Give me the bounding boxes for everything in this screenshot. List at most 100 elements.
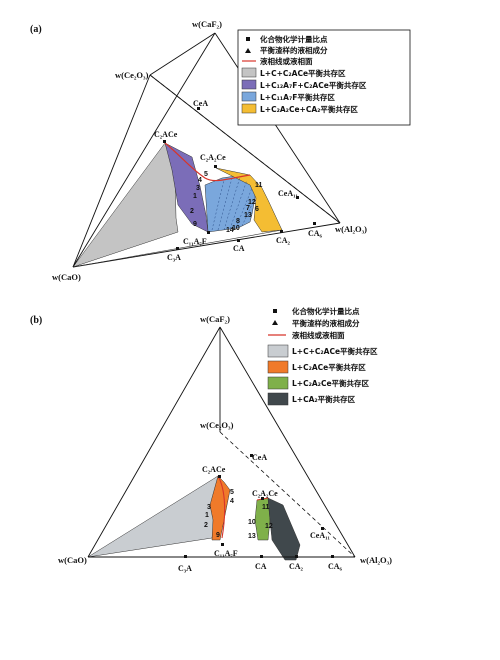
label-a-cea: CeA: [193, 99, 208, 108]
legend-a-swatch-2: [241, 79, 257, 90]
legend-a: 化合物化学计量比点 平衡渣样的液相成分 液相线或液相面 L+C+C₂ACe平衡共…: [237, 29, 411, 126]
liquidus-line-a: [164, 142, 251, 182]
pt-a-2: 2: [190, 208, 194, 215]
vertex-a-right: w(Al₂O₃): [335, 224, 367, 234]
pt-a-13: 13: [244, 212, 252, 219]
legend-b-r1: L+C+C₂ACe平衡共存区: [292, 346, 378, 356]
legend-b-swatch-4: [267, 392, 289, 406]
pt-b-10: 10: [248, 519, 256, 526]
vertex-a-ce: w(Ce₂O₃): [115, 70, 149, 80]
label-b-c2ace: C₂ACe: [202, 465, 226, 474]
label-b-c2a2ce: C₂A₂Ce: [252, 489, 278, 498]
legend-b-compound: 化合物化学计量比点: [292, 306, 360, 316]
label-a-ca2: CA₂: [276, 236, 291, 245]
pt-a-14: 14: [226, 227, 234, 234]
legend-b-swatch-1: [267, 344, 289, 358]
legend-b-swatch-2: [267, 360, 289, 374]
legend-a-swatch-1: [241, 67, 257, 78]
pt-b-3: 3: [207, 504, 211, 511]
label-a-c2a2ce: C₂A₂Ce: [200, 153, 226, 162]
legend-b-r4: L+CA₂平衡共存区: [292, 394, 356, 404]
legend-a-swatch-3: [241, 91, 257, 102]
pt-b-5: 5: [230, 489, 234, 496]
sample-points-a: 1 2 3 4 5 6 7 8 9 10 11 12 13 14: [190, 171, 263, 234]
vertex-b-top: w(CaF₂): [200, 314, 230, 324]
legend-a-triangle-icon: [245, 48, 251, 53]
legend-b-swatch-3: [267, 376, 289, 390]
legend-b-liquidus: 液相线或液相面: [292, 330, 345, 340]
pt-a-12: 12: [248, 199, 256, 206]
pt-a-11: 11: [255, 182, 263, 189]
pt-b-13: 13: [248, 533, 256, 540]
legend-b-triangle-icon: [272, 320, 278, 325]
panel-b-tag: (b): [30, 315, 42, 326]
panel-a: (a): [30, 19, 411, 282]
vertex-a-left: w(CaO): [52, 272, 81, 282]
region-a-gray: [72, 142, 179, 268]
dashed-edge-a: [149, 74, 341, 224]
vertex-a-top: w(CaF₂): [192, 19, 222, 29]
pt-a-10: 10: [232, 225, 240, 232]
region-b-gray: [87, 475, 223, 558]
triangle-b: [87, 326, 356, 558]
label-b-ca6: CA₆: [328, 562, 343, 571]
label-a-c3a: C₃A: [167, 253, 181, 262]
pt-b-9: 9: [216, 532, 220, 539]
pt-a-4: 4: [198, 177, 202, 184]
vertex-b-ce: w(Ce₂O₃): [200, 420, 234, 430]
label-a-c2ace: C₂ACe: [154, 130, 178, 139]
label-b-ca2: CA₂: [289, 562, 304, 571]
compound-points-b: [184, 454, 334, 558]
label-a-ca: CA: [233, 244, 245, 253]
dashed-edge-b: [219, 431, 356, 558]
region-a-yellow: [215, 167, 283, 233]
panel-a-tag: (a): [30, 24, 42, 35]
legend-a-r3: L+C₁₁A₇F平衡共存区: [260, 92, 335, 102]
region-a-hatch: [211, 176, 255, 231]
legend-a-liquidus: 液相线或液相面: [260, 56, 313, 66]
legend-a-square-icon: [246, 37, 250, 41]
region-a-blue: [204, 174, 256, 233]
pt-b-11: 11: [262, 504, 270, 511]
label-b-cea: CeA: [252, 453, 267, 462]
legend-b-square-icon: [273, 309, 277, 313]
liquidus-line-b: [217, 475, 226, 539]
pt-b-4: 4: [230, 498, 234, 505]
pt-b-2: 2: [204, 522, 208, 529]
label-a-ca6: CA₆: [308, 229, 323, 238]
pt-a-8: 8: [236, 218, 240, 225]
legend-b: 化合物化学计量比点 平衡渣样的液相成分 液相线或液相面 L+C+C₂ACe平衡共…: [267, 306, 378, 406]
pt-a-3: 3: [196, 185, 200, 192]
region-b-dark: [267, 497, 301, 561]
pt-b-1: 1: [205, 512, 209, 519]
label-b-cea11: CeA₁₁: [310, 531, 331, 540]
pt-b-12: 12: [265, 523, 273, 530]
legend-a-box: [237, 29, 411, 126]
legend-b-equilibrium: 平衡渣样的液相成分: [292, 318, 360, 328]
legend-a-equilibrium: 平衡渣样的液相成分: [260, 45, 328, 55]
pt-a-7: 7: [246, 205, 250, 212]
pt-a-5: 5: [204, 171, 208, 178]
pt-a-6: 6: [255, 206, 259, 213]
compound-points-a: [163, 107, 316, 250]
legend-a-swatch-4: [241, 103, 257, 114]
panel-b: (b) w(CaF₂) w(Ce: [30, 306, 392, 573]
label-a-cea11: CeA₁₁: [278, 189, 299, 198]
sample-points-b: 1 2 3 4 5 9 10 11 12 13: [204, 489, 273, 540]
vertex-b-left: w(CaO): [58, 555, 87, 565]
legend-a-r1: L+C+C₂ACe平衡共存区: [260, 68, 346, 78]
legend-b-r3: L+C₂A₂Ce平衡共存区: [292, 378, 370, 388]
label-b-c11a7f: C₁₁A₇F: [214, 549, 238, 558]
pt-a-9: 9: [193, 221, 197, 228]
label-a-c11a7f: C₁₁A₇F: [183, 237, 207, 246]
legend-b-r2: L+C₂ACe平衡共存区: [292, 362, 366, 372]
label-b-c3a: C₃A: [178, 564, 192, 573]
vertex-b-right: w(Al₂O₃): [360, 555, 392, 565]
region-b-orange: [209, 475, 231, 541]
label-b-ca: CA: [255, 562, 267, 571]
legend-a-compound: 化合物化学计量比点: [260, 34, 328, 44]
legend-a-r2: L+C₁₂A₇F+C₂ACe平衡共存区: [260, 80, 367, 90]
legend-a-r4: L+C₂A₂Ce+CA₂平衡共存区: [260, 104, 358, 114]
pt-a-1: 1: [193, 193, 197, 200]
